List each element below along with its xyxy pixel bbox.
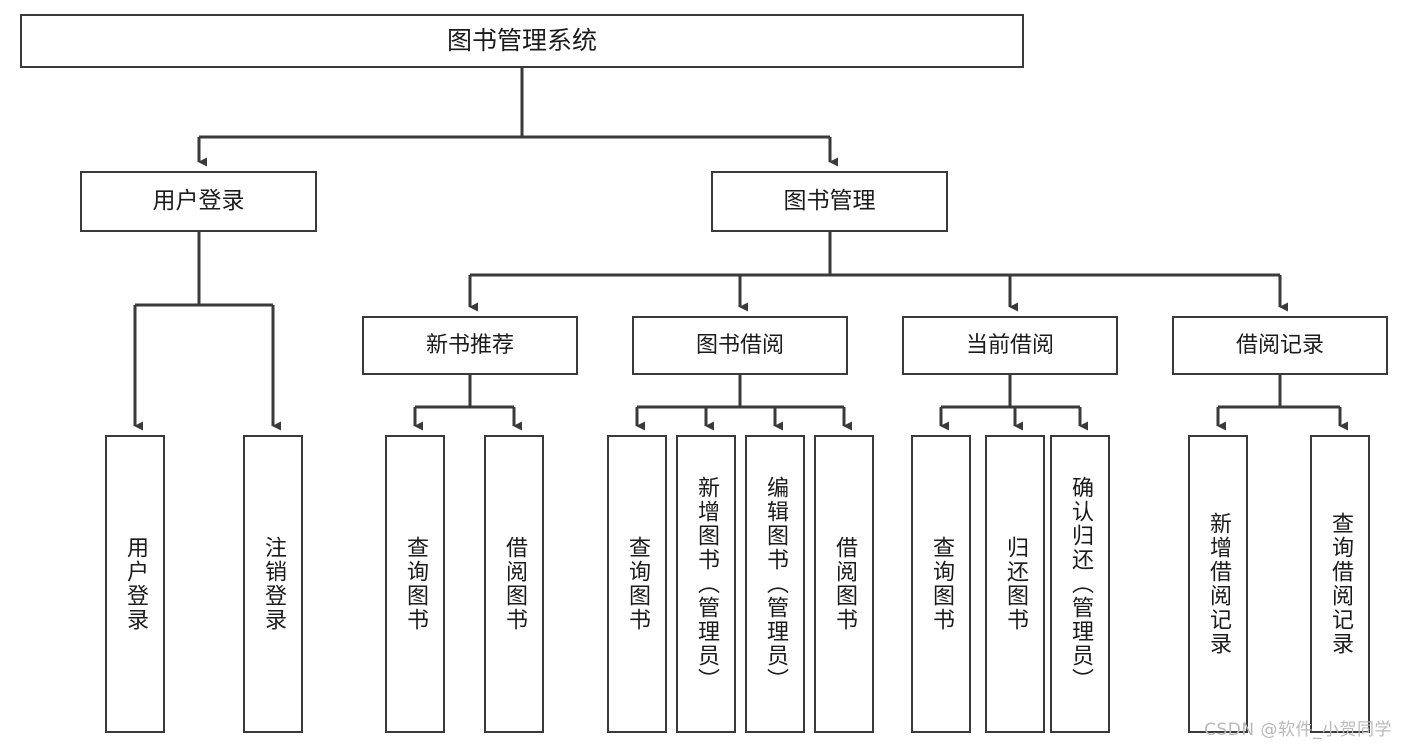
node-book-management[interactable]: 图书管理 [711, 171, 948, 232]
leaf-borrow-book[interactable]: 借阅图书 [814, 435, 874, 733]
leaf-label: 用户登录 [123, 536, 148, 632]
leaf-add-book-admin[interactable]: 新增图书（管理员） [676, 435, 736, 733]
leaf-edit-book-admin[interactable]: 编辑图书（管理员） [745, 435, 805, 733]
leaf-label: 借阅图书 [832, 536, 857, 632]
node-current-borrow[interactable]: 当前借阅 [902, 316, 1118, 375]
leaf-label: 归还图书 [1003, 536, 1028, 632]
leaf-label: 确认归还（管理员） [1068, 476, 1093, 692]
node-root-book-management-system[interactable]: 图书管理系统 [20, 14, 1024, 68]
leaf-label: 编辑图书（管理员） [763, 476, 788, 692]
leaf-query-borrow-record[interactable]: 查询借阅记录 [1310, 435, 1370, 733]
leaf-label: 查询图书 [625, 536, 650, 632]
node-user-login[interactable]: 用户登录 [80, 171, 317, 232]
leaf-query-book-recommend[interactable]: 查询图书 [385, 435, 445, 733]
node-book-borrow[interactable]: 图书借阅 [632, 316, 848, 375]
leaf-logout[interactable]: 注销登录 [243, 435, 303, 733]
leaf-label: 查询图书 [403, 536, 428, 632]
node-new-book-recommendation[interactable]: 新书推荐 [362, 316, 578, 375]
node-label: 新书推荐 [425, 332, 514, 358]
node-borrow-record[interactable]: 借阅记录 [1172, 316, 1388, 375]
csdn-watermark: CSDN @软件_小贺同学 [1204, 720, 1392, 740]
leaf-label: 查询借阅记录 [1328, 512, 1353, 656]
leaf-confirm-return-admin[interactable]: 确认归还（管理员） [1050, 435, 1110, 733]
leaf-label: 新增图书（管理员） [694, 476, 719, 692]
node-label: 用户登录 [152, 187, 245, 214]
node-label: 图书管理系统 [446, 26, 597, 56]
leaf-return-book[interactable]: 归还图书 [985, 435, 1045, 733]
node-label: 借阅记录 [1235, 332, 1324, 358]
leaf-query-book-borrow[interactable]: 查询图书 [607, 435, 667, 733]
leaf-label: 查询图书 [929, 536, 954, 632]
leaf-user-login[interactable]: 用户登录 [105, 435, 165, 733]
leaf-label: 注销登录 [261, 536, 286, 632]
node-label: 图书借阅 [695, 332, 784, 358]
leaf-label: 新增借阅记录 [1206, 512, 1231, 656]
leaf-add-borrow-record[interactable]: 新增借阅记录 [1188, 435, 1248, 733]
node-label: 当前借阅 [965, 332, 1054, 358]
leaf-borrow-book-recommend[interactable]: 借阅图书 [484, 435, 544, 733]
leaf-query-book-current[interactable]: 查询图书 [911, 435, 971, 733]
leaf-label: 借阅图书 [502, 536, 527, 632]
node-label: 图书管理 [783, 187, 876, 214]
